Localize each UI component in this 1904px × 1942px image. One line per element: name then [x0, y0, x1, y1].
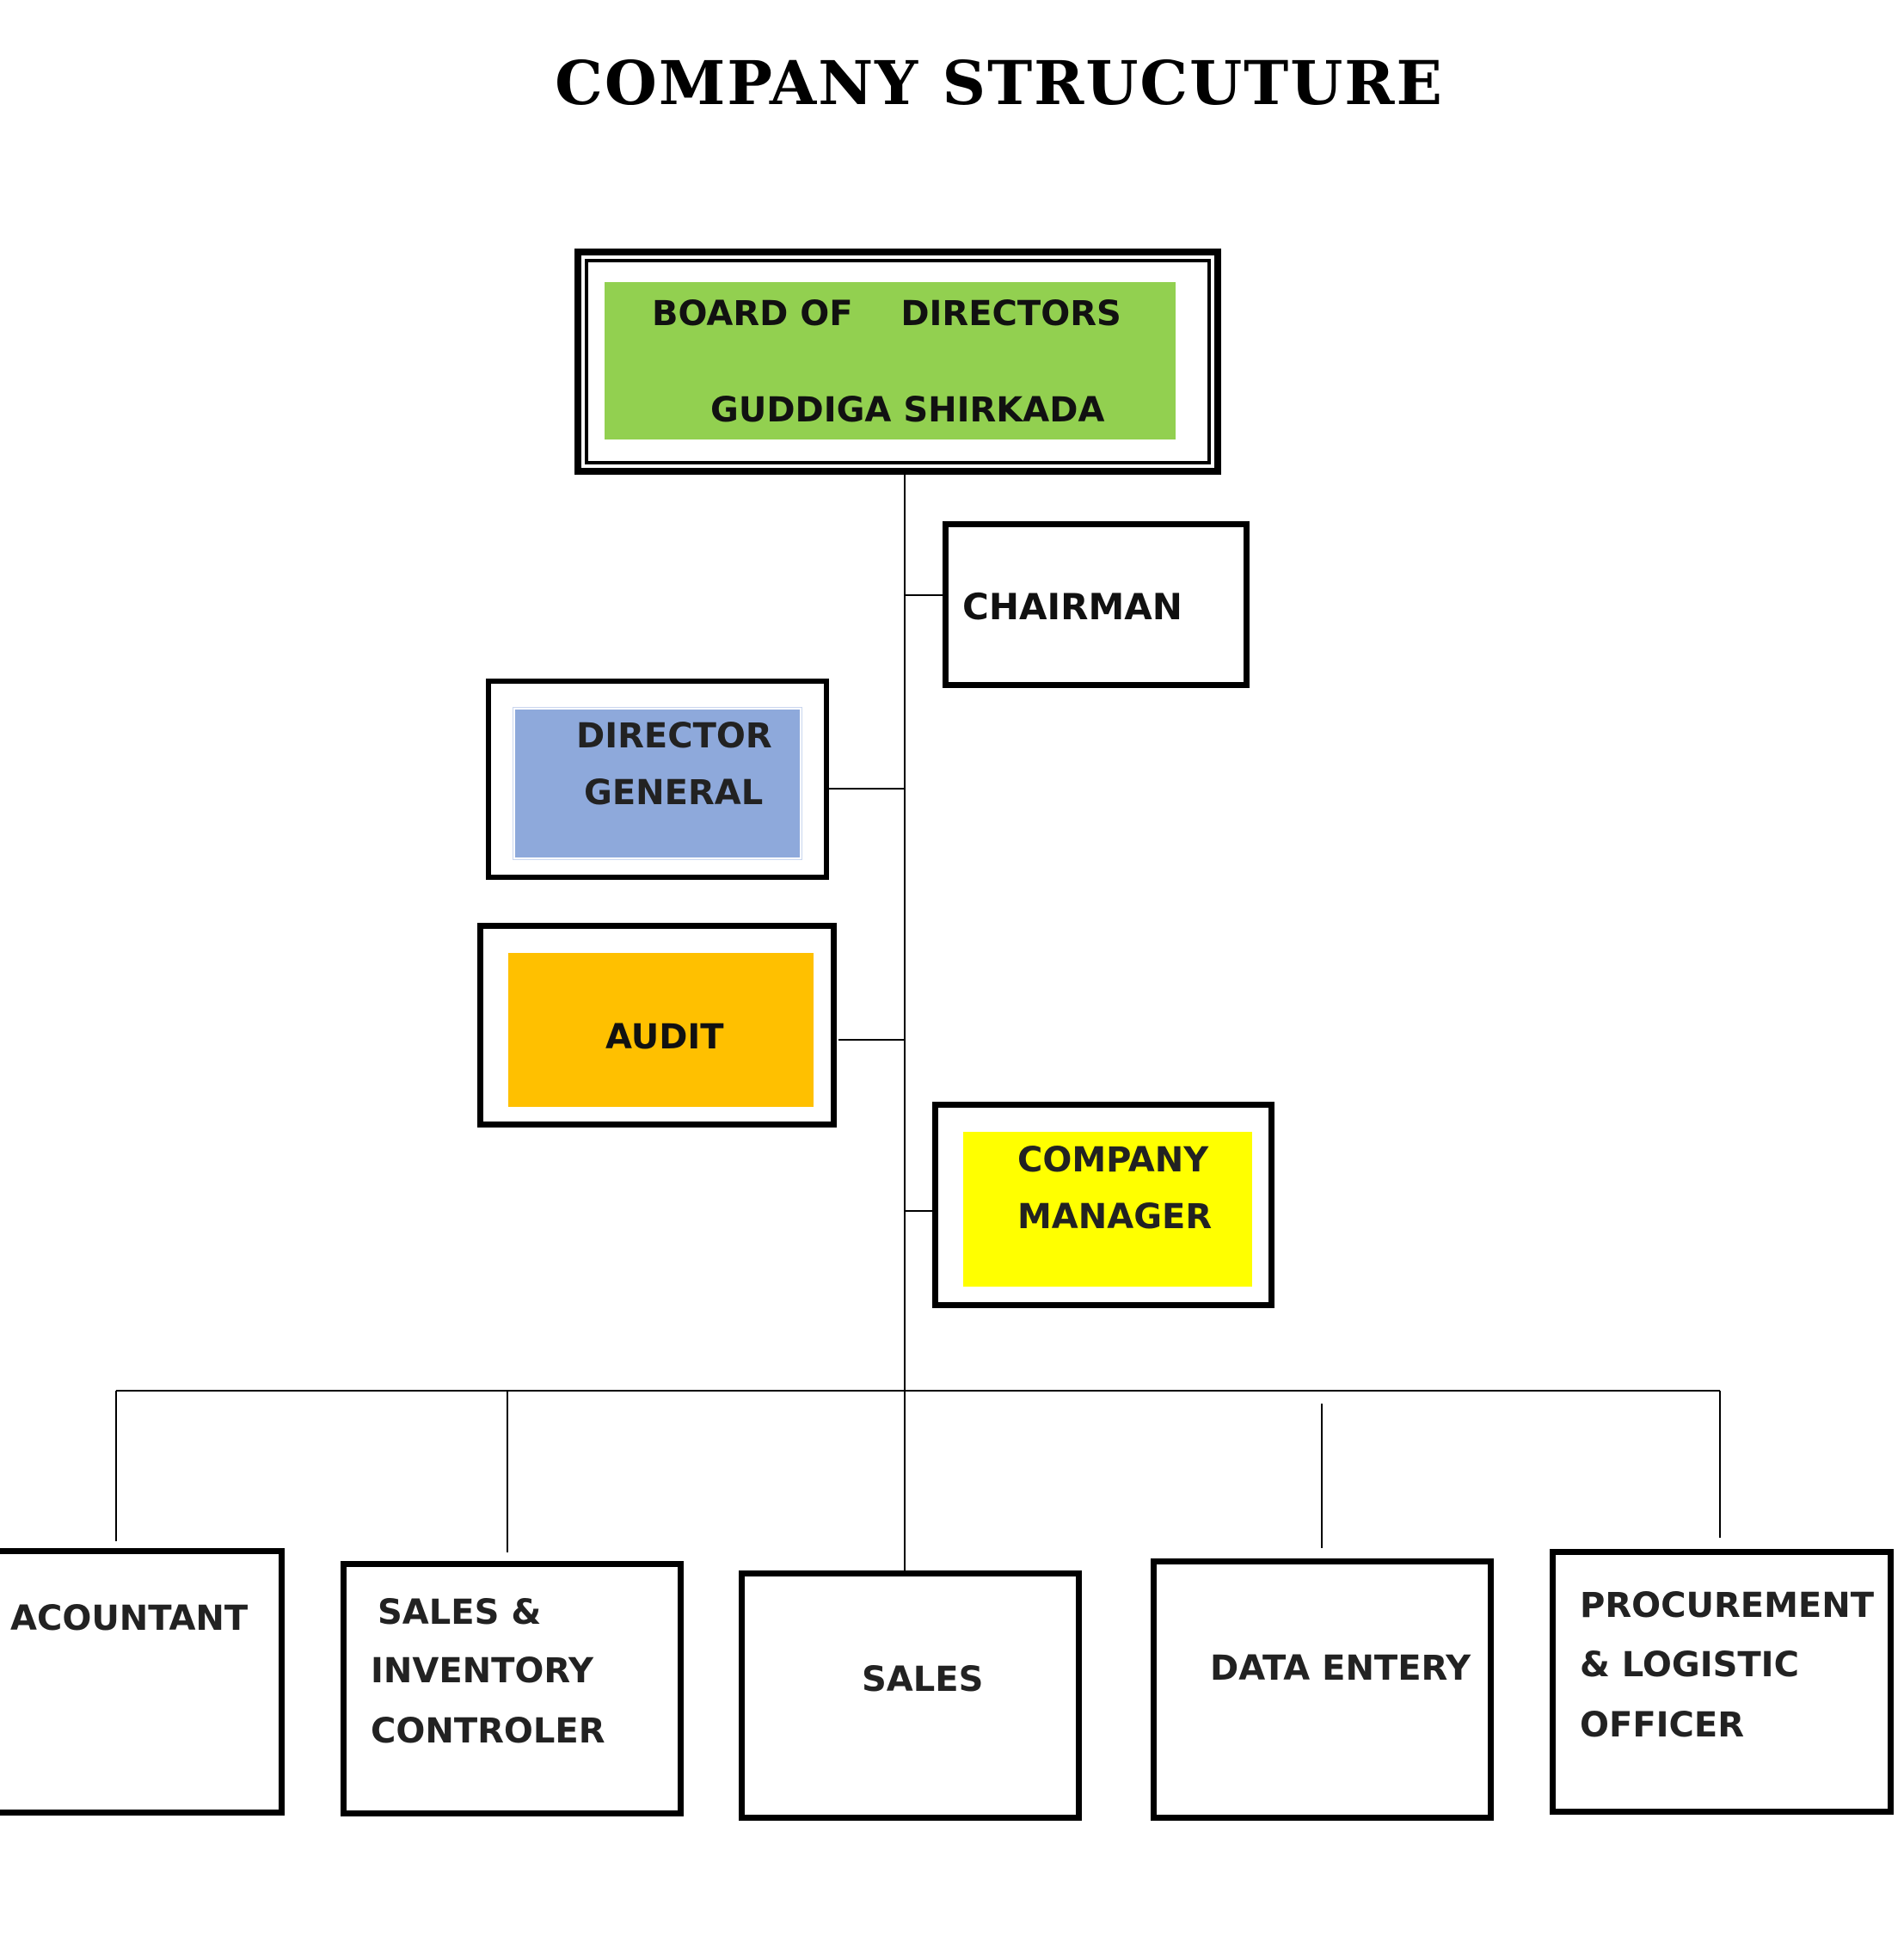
board-label-line1: BOARD OF DIRECTORS [652, 294, 1121, 334]
procurement-label-line3: OFFICER [1580, 1705, 1745, 1745]
sales-inventory-label-line1: SALES & [378, 1593, 542, 1632]
audit-fill [508, 953, 814, 1107]
audit-node: AUDIT [477, 923, 837, 1128]
director-general-label-line2: GENERAL [584, 773, 764, 813]
director-general-node: DIRECTOR GENERAL [486, 679, 829, 880]
director-general-label-line1: DIRECTOR [576, 716, 772, 756]
sales-inventory-label-line2: INVENTORY [371, 1651, 593, 1691]
sales-label: SALES [862, 1660, 984, 1699]
company-manager-label-line2: MANAGER [1017, 1197, 1213, 1237]
board-label-line2: GUDDIGA SHIRKADA [710, 390, 1105, 430]
audit-label: AUDIT [605, 1017, 724, 1057]
board-fill [605, 282, 1176, 439]
page-title: COMPANY STRUCUTURE [555, 47, 1444, 119]
sales-inventory-node: SALES & INVENTORY CONTROLER [341, 1561, 684, 1816]
accountant-node: ACOUNTANT [0, 1548, 285, 1816]
chairman-label: CHAIRMAN [962, 586, 1182, 628]
data-entry-node: DATA ENTERY [1151, 1558, 1494, 1821]
procurement-node: PROCUREMENT & LOGISTIC OFFICER [1550, 1549, 1894, 1815]
company-manager-node: COMPANY MANAGER [932, 1102, 1274, 1308]
procurement-label-line1: PROCUREMENT [1580, 1586, 1874, 1626]
sales-node: SALES [739, 1570, 1082, 1821]
chairman-node: CHAIRMAN [943, 521, 1250, 688]
company-manager-label-line1: COMPANY [1017, 1140, 1209, 1180]
company-manager-fill [963, 1132, 1252, 1287]
accountant-label: ACOUNTANT [10, 1599, 249, 1638]
sales-inventory-label-line3: CONTROLER [371, 1712, 605, 1751]
board-of-directors-node: BOARD OF DIRECTORS GUDDIGA SHIRKADA [574, 249, 1221, 475]
director-general-fill [513, 707, 802, 860]
data-entry-label: DATA ENTERY [1210, 1649, 1471, 1688]
procurement-label-line2: & LOGISTIC [1580, 1645, 1799, 1685]
